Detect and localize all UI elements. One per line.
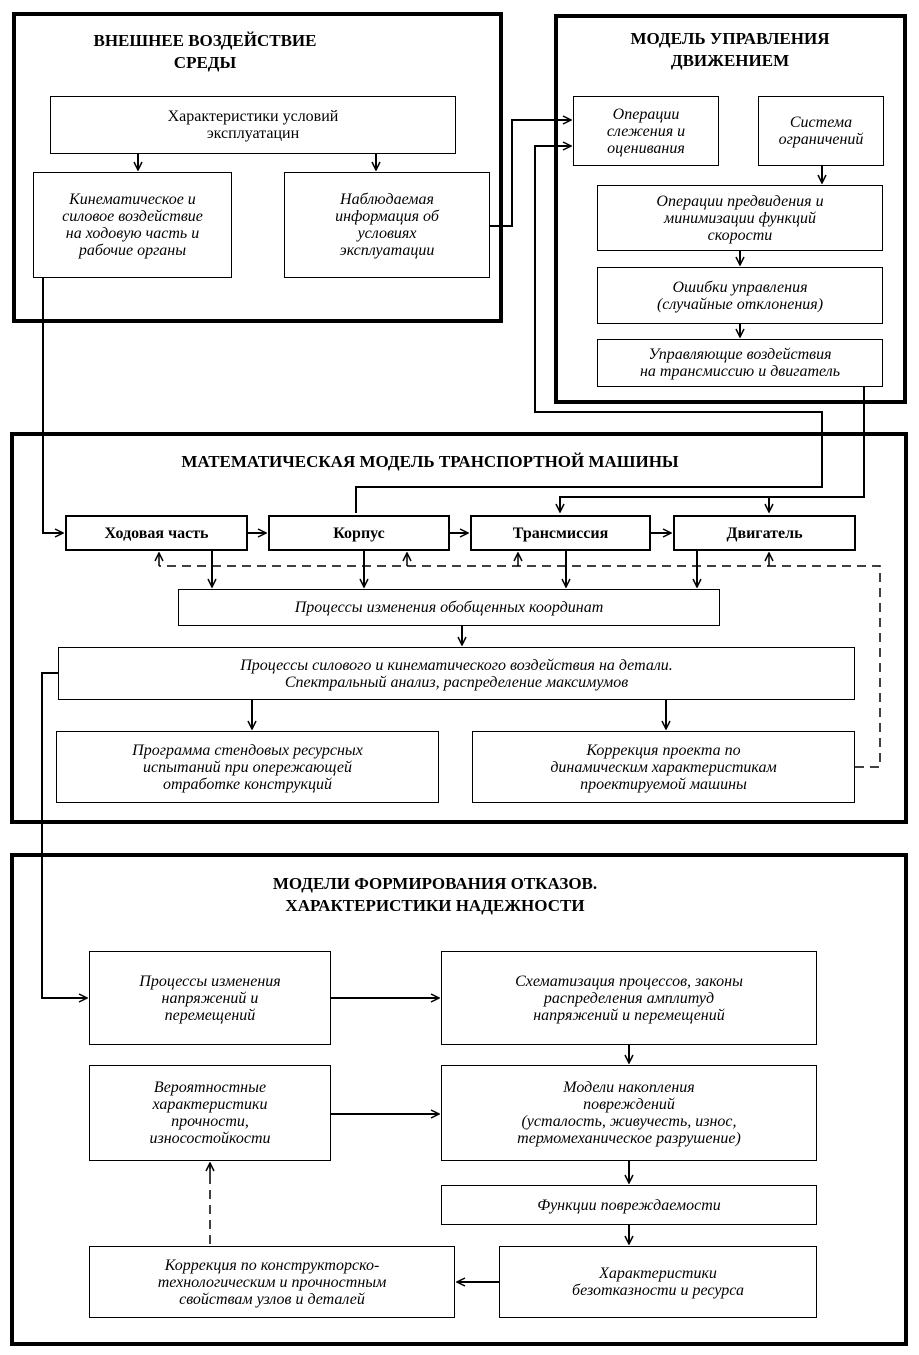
loading-box: Процессы силового и кинематического возд… bbox=[58, 647, 855, 700]
math-model-title: МАТЕМАТИЧЕСКАЯ МОДЕЛЬ ТРАНСПОРТНОЙ МАШИН… bbox=[181, 452, 679, 471]
observed-info-box: Наблюдаемая информация об условиях экспл… bbox=[284, 172, 490, 278]
damage-models-box: Модели накопления повреждений (усталость… bbox=[441, 1065, 817, 1161]
probabilistic-box: Вероятностные характеристики прочности, … bbox=[89, 1065, 331, 1161]
damage-functions-box: Функции повреждаемости bbox=[441, 1185, 817, 1225]
constraints-box: Система ограничений bbox=[758, 96, 884, 166]
correction-box: Коррекция по конструкторско- технологиче… bbox=[89, 1246, 455, 1318]
errors-box: Ошибки управления (случайные отклонения) bbox=[597, 267, 883, 324]
failure-models-frame bbox=[10, 853, 908, 1346]
design-correction-box: Коррекция проекта по динамическим характ… bbox=[472, 731, 855, 803]
kinematic-force-box: Кинематическое и силовое воздействие на … bbox=[33, 172, 232, 278]
reliability-box: Характеристики безотказности и ресурса bbox=[499, 1246, 817, 1318]
schematization-box: Схематизация процессов, законы распредел… bbox=[441, 951, 817, 1045]
coordinates-box: Процессы изменения обобщенных координат bbox=[178, 589, 720, 626]
control-actions-box: Управляющие воздействия на трансмиссию и… bbox=[597, 339, 883, 387]
environment-title: ВНЕШНЕЕ ВОЗДЕЙСТВИЕ СРЕДЫ bbox=[93, 31, 317, 72]
prediction-box: Операции предвидения и минимизации функц… bbox=[597, 185, 883, 251]
engine-box: Двигатель bbox=[673, 515, 856, 551]
chassis-box: Ходовая часть bbox=[65, 515, 248, 551]
tracking-box: Операции слежения и оценивания bbox=[573, 96, 719, 166]
operating-conditions-box: Характеристики условий эксплуатацин bbox=[50, 96, 456, 154]
stress-processes-box: Процессы изменения напряжений и перемеще… bbox=[89, 951, 331, 1045]
body-box: Корпус bbox=[268, 515, 450, 551]
failure-models-title: МОДЕЛИ ФОРМИРОВАНИЯ ОТКАЗОВ. ХАРАКТЕРИСТ… bbox=[272, 874, 598, 915]
motion-control-title: МОДЕЛЬ УПРАВЛЕНИЯ ДВИЖЕНИЕМ bbox=[630, 29, 830, 70]
bench-program-box: Программа стендовых ресурсных испытаний … bbox=[56, 731, 439, 803]
transmission-box: Трансмиссия bbox=[470, 515, 651, 551]
